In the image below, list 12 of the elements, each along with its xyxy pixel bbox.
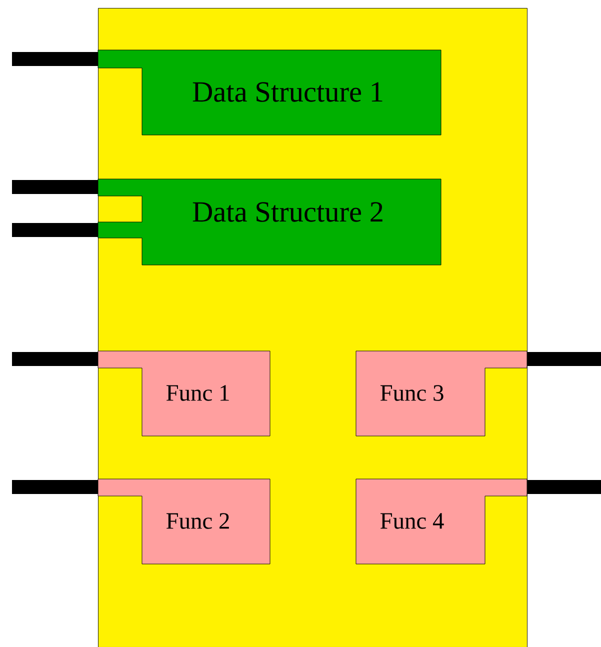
function-box: Func 2: [98, 478, 270, 564]
function-box: Func 4: [356, 478, 528, 564]
data-structure-box: Data Structure 2: [98, 178, 442, 266]
pin-bar: [12, 180, 98, 194]
pin-bar: [12, 480, 98, 494]
pin-bar: [12, 52, 98, 66]
function-box: Func 3: [356, 350, 528, 436]
pin-bar: [12, 352, 98, 366]
pin-bar: [527, 352, 601, 366]
function-box: Func 1: [98, 350, 270, 436]
pin-bar: [527, 480, 601, 494]
pin-bar: [12, 223, 98, 237]
